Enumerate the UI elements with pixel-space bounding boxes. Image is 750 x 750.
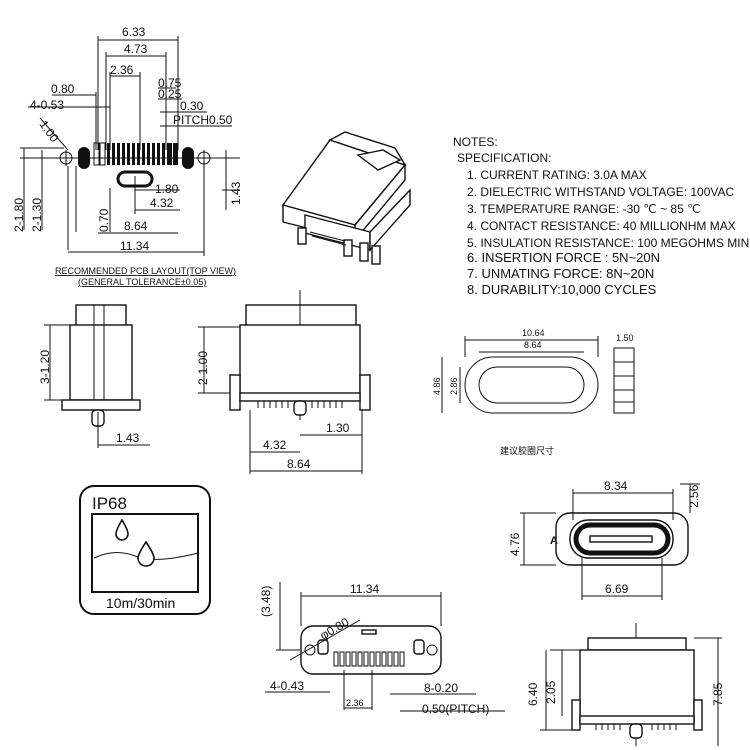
pcb-layout-view: 6.33 4.73 2.36 0.80 0.75 0.25 4-0.53 0.3… [12,25,243,287]
dim-bottom-2-36: 2.36 [346,698,364,708]
dim-gasket-10-64: 10.64 [522,328,545,338]
dim-gasket-8-64: 8.64 [524,340,542,350]
dim-front-8-64: 8.64 [287,457,311,471]
dim-1-00-diag: 1.00 [37,118,62,145]
face-label-a: A [550,535,558,547]
dim-2-1-00: 2-1.00 [196,351,210,385]
gasket-view: 10.64 8.64 1.50 4.86 2.86 建议胶圈尺寸 [432,328,635,456]
bottom-pin-row [333,651,405,667]
dim-0-30: 0.30 [180,99,204,113]
note-item-3: 3. TEMPERATURE RANGE: -30 ℃ ~ 85 ℃ [467,202,701,216]
ip68-badge: IP68 10m/30min [79,485,211,615]
dim-face-8-34: 8.34 [604,479,628,493]
gasket-caption: 建议胶圈尺寸 [500,445,554,456]
dim-6-33: 6.33 [122,25,146,39]
dim-2-1-80: 2-1.80 [12,198,26,232]
dim-3-1-20: 3-1.20 [38,350,52,384]
dim-4-32: 4.32 [150,196,174,210]
rear-view: 6.40 2.05 7.85 [526,623,725,746]
dim-front-1-30: 1.30 [326,421,350,435]
note-item-2: 2. DIELECTRIC WITHSTAND VOLTAGE: 100VAC [467,185,734,199]
dim-rear-7-85: 7.85 [711,682,725,706]
dim-front-4-32: 4.32 [263,438,287,452]
dim-0-25: 0.25 [158,87,182,101]
note-item-4: 4. CONTACT RESISTANCE: 40 MILLIONHM MAX [467,219,736,233]
dim-4-0-53: 4-0.53 [30,98,64,112]
dim-gasket-2-86: 2.86 [449,377,459,395]
dim-face-2-56: 2.56 [687,484,701,508]
dim-1-43: 1.43 [229,181,243,205]
dim-0-80: 0.80 [51,82,75,96]
dim-11-34: 11.34 [120,239,149,253]
dim-bottom-11-34: 11.34 [350,582,379,596]
dim-3-48: (3.48) [259,586,273,617]
pcb-layout-tolerance: (GENERAL TOLERANCE±0.05) [78,277,206,287]
dim-1-80: 1.80 [155,182,179,196]
dim-rear-6-40: 6.40 [526,682,540,706]
water-drop-icon [115,518,129,541]
dim-8-0-20: 8-0.20 [424,681,458,695]
pcb-layout-title: RECOMMENDED PCB LAYOUT(TOP VIEW) [55,266,236,276]
dim-face-6-69: 6.69 [605,582,629,596]
front-pin-row [257,401,343,408]
note-item-6: 6. INSERTION FORCE : 5N~20N [467,250,660,265]
front-view: 2-1.00 1.30 4.32 8.64 [196,290,371,474]
dim-0-70: 0.70 [97,208,111,232]
water-drop-icon-2 [137,540,155,567]
notes-header: NOTES: [453,135,498,149]
note-item-5: 5. INSULATION RESISTANCE: 100 MEGOHMS MI… [467,236,750,250]
dim-pitch-0-50: PITCH0.50 [173,113,233,127]
note-item-1: 1. CURRENT RATING: 3.0A MAX [467,168,647,182]
notes-spec: SPECIFICATION: [457,151,551,165]
dim-pitch-bottom: 0.50(PITCH) [422,702,489,716]
rear-pin-row [595,724,677,730]
dim-4-0-43: 4-0.43 [270,679,304,693]
dim-rear-2-05: 2.05 [544,680,558,704]
isometric-view [281,131,411,265]
dim-gasket-1-50: 1.50 [616,333,634,343]
dim-gasket-4-86: 4.86 [432,377,442,395]
dim-4-73: 4.73 [124,42,148,56]
ip68-caption: 10m/30min [106,595,175,611]
side-view: 3-1.20 1.43 [38,304,150,448]
ip68-title: IP68 [92,494,127,513]
dim-0-75: 0.75 [158,76,182,90]
dim-2-36: 2.36 [110,63,134,77]
note-item-7: 7. UNMATING FORCE: 8N~20N [467,266,654,281]
pcb-pad-row [93,142,178,166]
face-view: A 8.34 2.56 4.76 6.69 [508,479,701,600]
bottom-top-view: (3.48) 11.34 φ0.80 4-0.43 2.36 8-0.20 0.… [259,582,505,716]
dim-side-1-43: 1.43 [116,431,140,445]
dim-8-64: 8.64 [124,219,148,233]
note-item-8: 8. DURABILITY:10,000 CYCLES [467,282,657,297]
notes-block: NOTES: SPECIFICATION: 1. CURRENT RATING:… [453,135,750,297]
dim-2-1-30: 2-1.30 [30,198,44,232]
dim-face-4-76: 4.76 [508,532,522,556]
